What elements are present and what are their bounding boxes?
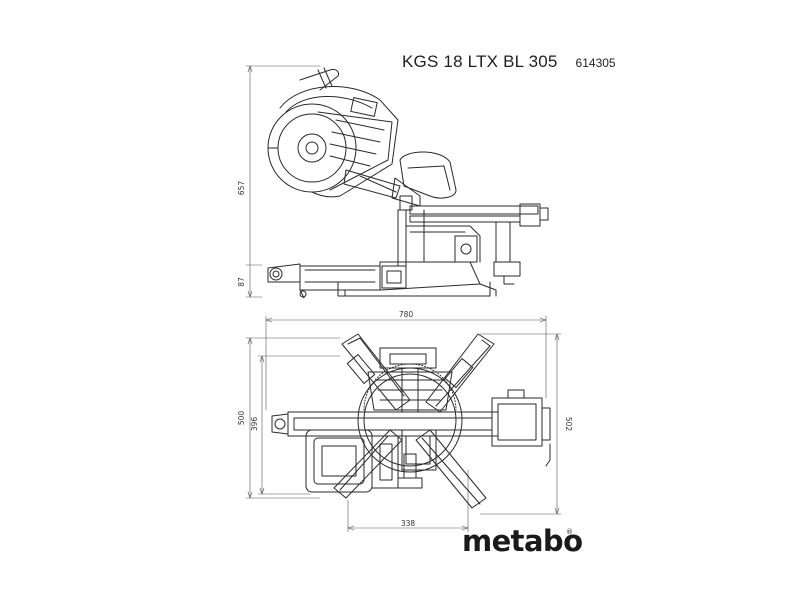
dim-depth-inner: 396 [250, 417, 259, 432]
dim-bottom-width: 338 [401, 519, 416, 528]
dim-depth-left: 500 [237, 411, 246, 426]
saw-base [267, 261, 497, 299]
motor-battery [305, 429, 437, 493]
dim-depth-right: 502 [564, 417, 573, 432]
model-name: KGS 18 LTX BL 305 [402, 52, 558, 71]
article-number: 614305 [575, 56, 616, 70]
side-view: 657 87 [237, 65, 549, 299]
registered-mark: ® [566, 528, 573, 536]
dim-base-height: 87 [237, 277, 246, 287]
saw-column [397, 209, 481, 267]
dim-total-height: 657 [237, 181, 246, 196]
top-dimension-lines [245, 315, 562, 533]
slide-rails [409, 203, 549, 285]
title-block: KGS 18 LTX BL 305 614305 [402, 52, 616, 72]
motor-housing [391, 151, 457, 211]
dim-top-width: 780 [399, 310, 414, 319]
brand-logo: metabo [462, 524, 583, 558]
blade-assembly [367, 347, 453, 489]
side-dimension-lines [245, 65, 321, 298]
top-view: 780 500 396 502 338 [237, 310, 573, 533]
blade-guard [267, 67, 401, 199]
